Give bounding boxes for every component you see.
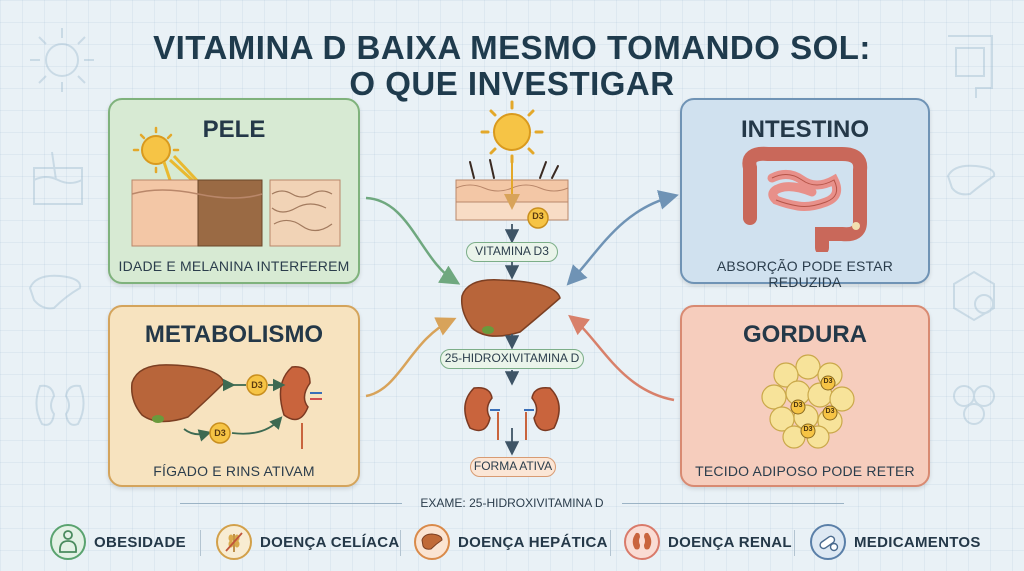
panel-metabolismo: METABOLISMO D3 D3 FÍGADO E RINS ATIVAM [108,305,360,487]
panel-title: INTESTINO [740,116,869,143]
center-sun-icon [480,100,544,164]
exam-divider-left [180,503,402,504]
d3-badge-label: D3 [825,408,835,415]
kidney-icon [624,524,660,560]
d3-badge-label: D3 [214,428,226,438]
exam-divider-right [622,503,844,504]
wheat-icon [216,524,252,560]
panel-pele: PELE IDADE E MELANINA INTERFEREM [108,98,360,284]
risk-factor-item: MEDICAMENTOS [810,522,981,562]
step-vitamina-d3: VITAMINA D3 [466,242,558,262]
pills-icon [810,524,846,560]
arrow-intestine-liver [566,190,679,286]
risk-factor-item: DOENÇA RENAL [624,522,792,562]
d3-badge-label: D3 [803,426,813,433]
intestine-icon [742,146,868,252]
divider [400,530,401,556]
panel-caption: ABSORÇÃO PODE ESTAR REDUZIDA [716,258,894,290]
liver-icon [946,164,996,196]
panel-gordura: GORDURA D3 D3 D3 D3 TECIDO ADIPOSO PODE … [680,305,930,487]
center-skin-icon [455,159,569,221]
d3-badge-label: D3 [251,380,263,390]
arrow-metabolism-to-liver [365,317,457,398]
center-liver-icon [460,279,561,337]
risk-factor-item: OBESIDADE [50,522,186,562]
molecule-icon [953,270,995,322]
risk-factor-label: DOENÇA CELÍACA [260,533,400,551]
page-title: VITAMINA D BAIXA MESMO TOMANDO SOL: O QU… [0,30,1024,102]
title-line-2: O QUE INVESTIGAR [349,65,675,102]
step-25-hidroxivitamina: 25-HIDROXIVITAMINA D [440,349,584,369]
liver-icon [414,524,450,560]
risk-factor-label: DOENÇA RENAL [668,533,792,551]
liver-icon [28,274,82,310]
exam-label: EXAME: 25-HIDROXIVITAMINA D [420,496,604,510]
risk-factor-label: MEDICAMENTOS [854,533,981,551]
divider [794,530,795,556]
panel-intestino: INTESTINO ABSORÇÃO PODE ESTAR REDUZIDA [680,98,930,290]
kidney-icon [35,384,85,426]
step-forma-ativa: FORMA ATIVA [470,457,556,477]
fat-cells-icon [953,385,995,425]
skin-sun-icon [131,126,341,247]
risk-factor-bar: OBESIDADE DOENÇA CELÍACA DOENÇA HEPÁTICA… [0,522,1024,562]
arrow-pele-to-liver [365,196,461,285]
panel-caption: IDADE E MELANINA INTERFEREM [118,258,350,274]
d3-badge-label: D3 [793,402,803,409]
fat-cells-icon [761,354,855,449]
title-line-1: VITAMINA D BAIXA MESMO TOMANDO SOL: [153,29,871,66]
divider [200,530,201,556]
risk-factor-label: OBESIDADE [94,533,186,551]
center-d3-badge [527,207,549,229]
center-kidneys-icon [464,386,560,440]
panel-title: GORDURA [743,321,867,348]
d3-badge-label: D3 [823,378,833,385]
panel-title: PELE [202,116,266,143]
sun-icon [30,28,94,92]
skin-layer-icon [33,151,83,205]
panel-caption: FÍGADO E RINS ATIVAM [153,463,315,479]
panel-caption: TECIDO ADIPOSO PODE RETER [695,463,915,479]
risk-factor-item: DOENÇA HEPÁTICA [414,522,608,562]
divider [610,530,611,556]
liver-kidney-icon [130,364,322,449]
arrow-fat-to-liver [568,314,675,402]
risk-factor-item: DOENÇA CELÍACA [216,522,399,562]
intestine-icon [948,35,993,98]
panel-title: METABOLISMO [144,321,324,348]
center-d3-badge-label: D3 [532,211,544,221]
risk-factor-label: DOENÇA HEPÁTICA [458,533,608,551]
person-icon [50,524,86,560]
